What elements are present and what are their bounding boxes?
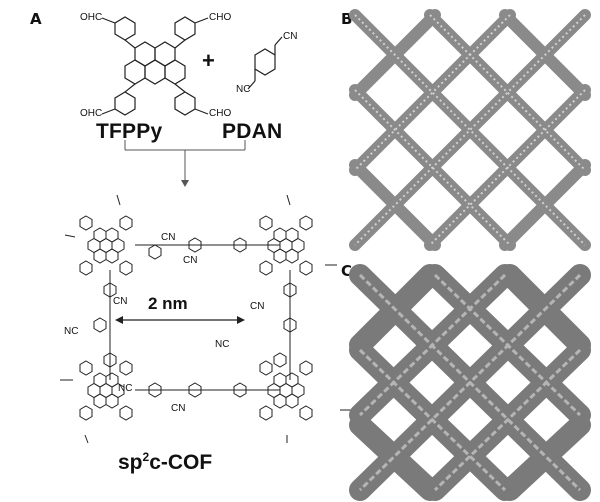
cn-label-5: CN [250,301,265,312]
pdan-label: PDAN [222,120,283,143]
nitrile-label-bottom: NC [236,84,251,95]
framework-view-c [349,264,591,501]
product-name: sp2c-COF [118,450,212,475]
panel-label-b: B [341,10,353,28]
cn-label-8: CN [171,403,186,414]
pdan-structure [247,36,283,90]
pore-size-label: 2 nm [148,294,188,313]
aldehyde-label-top-right: CHO [209,12,232,23]
plus-sign: + [202,48,215,73]
tfppy-label: TFPPy [96,120,163,143]
cn-label-1: CN [161,232,176,243]
panel-label-a: A [30,10,42,28]
cof-framework-structure [60,194,351,444]
tfppy-structure [101,16,209,116]
aldehyde-label-bottom-left: OHC [80,108,103,119]
reaction-arrow [124,140,246,187]
product-name-sup: 2 [142,450,150,464]
cn-label-2: CN [183,255,198,266]
nc-label-7: NC [118,383,133,394]
product-name-tail: c-COF [149,451,213,474]
aldehyde-label-top-left: OHC [80,12,103,23]
nitrile-label-top: CN [283,31,298,42]
nc-label-4: NC [64,326,79,337]
framework-view-b [349,9,591,251]
product-name-main: sp [118,451,143,474]
aldehyde-label-bottom-right: CHO [209,108,232,119]
cn-label-3: CN [113,296,128,307]
panel-label-c: C [341,262,353,280]
nc-label-6: NC [215,339,230,350]
